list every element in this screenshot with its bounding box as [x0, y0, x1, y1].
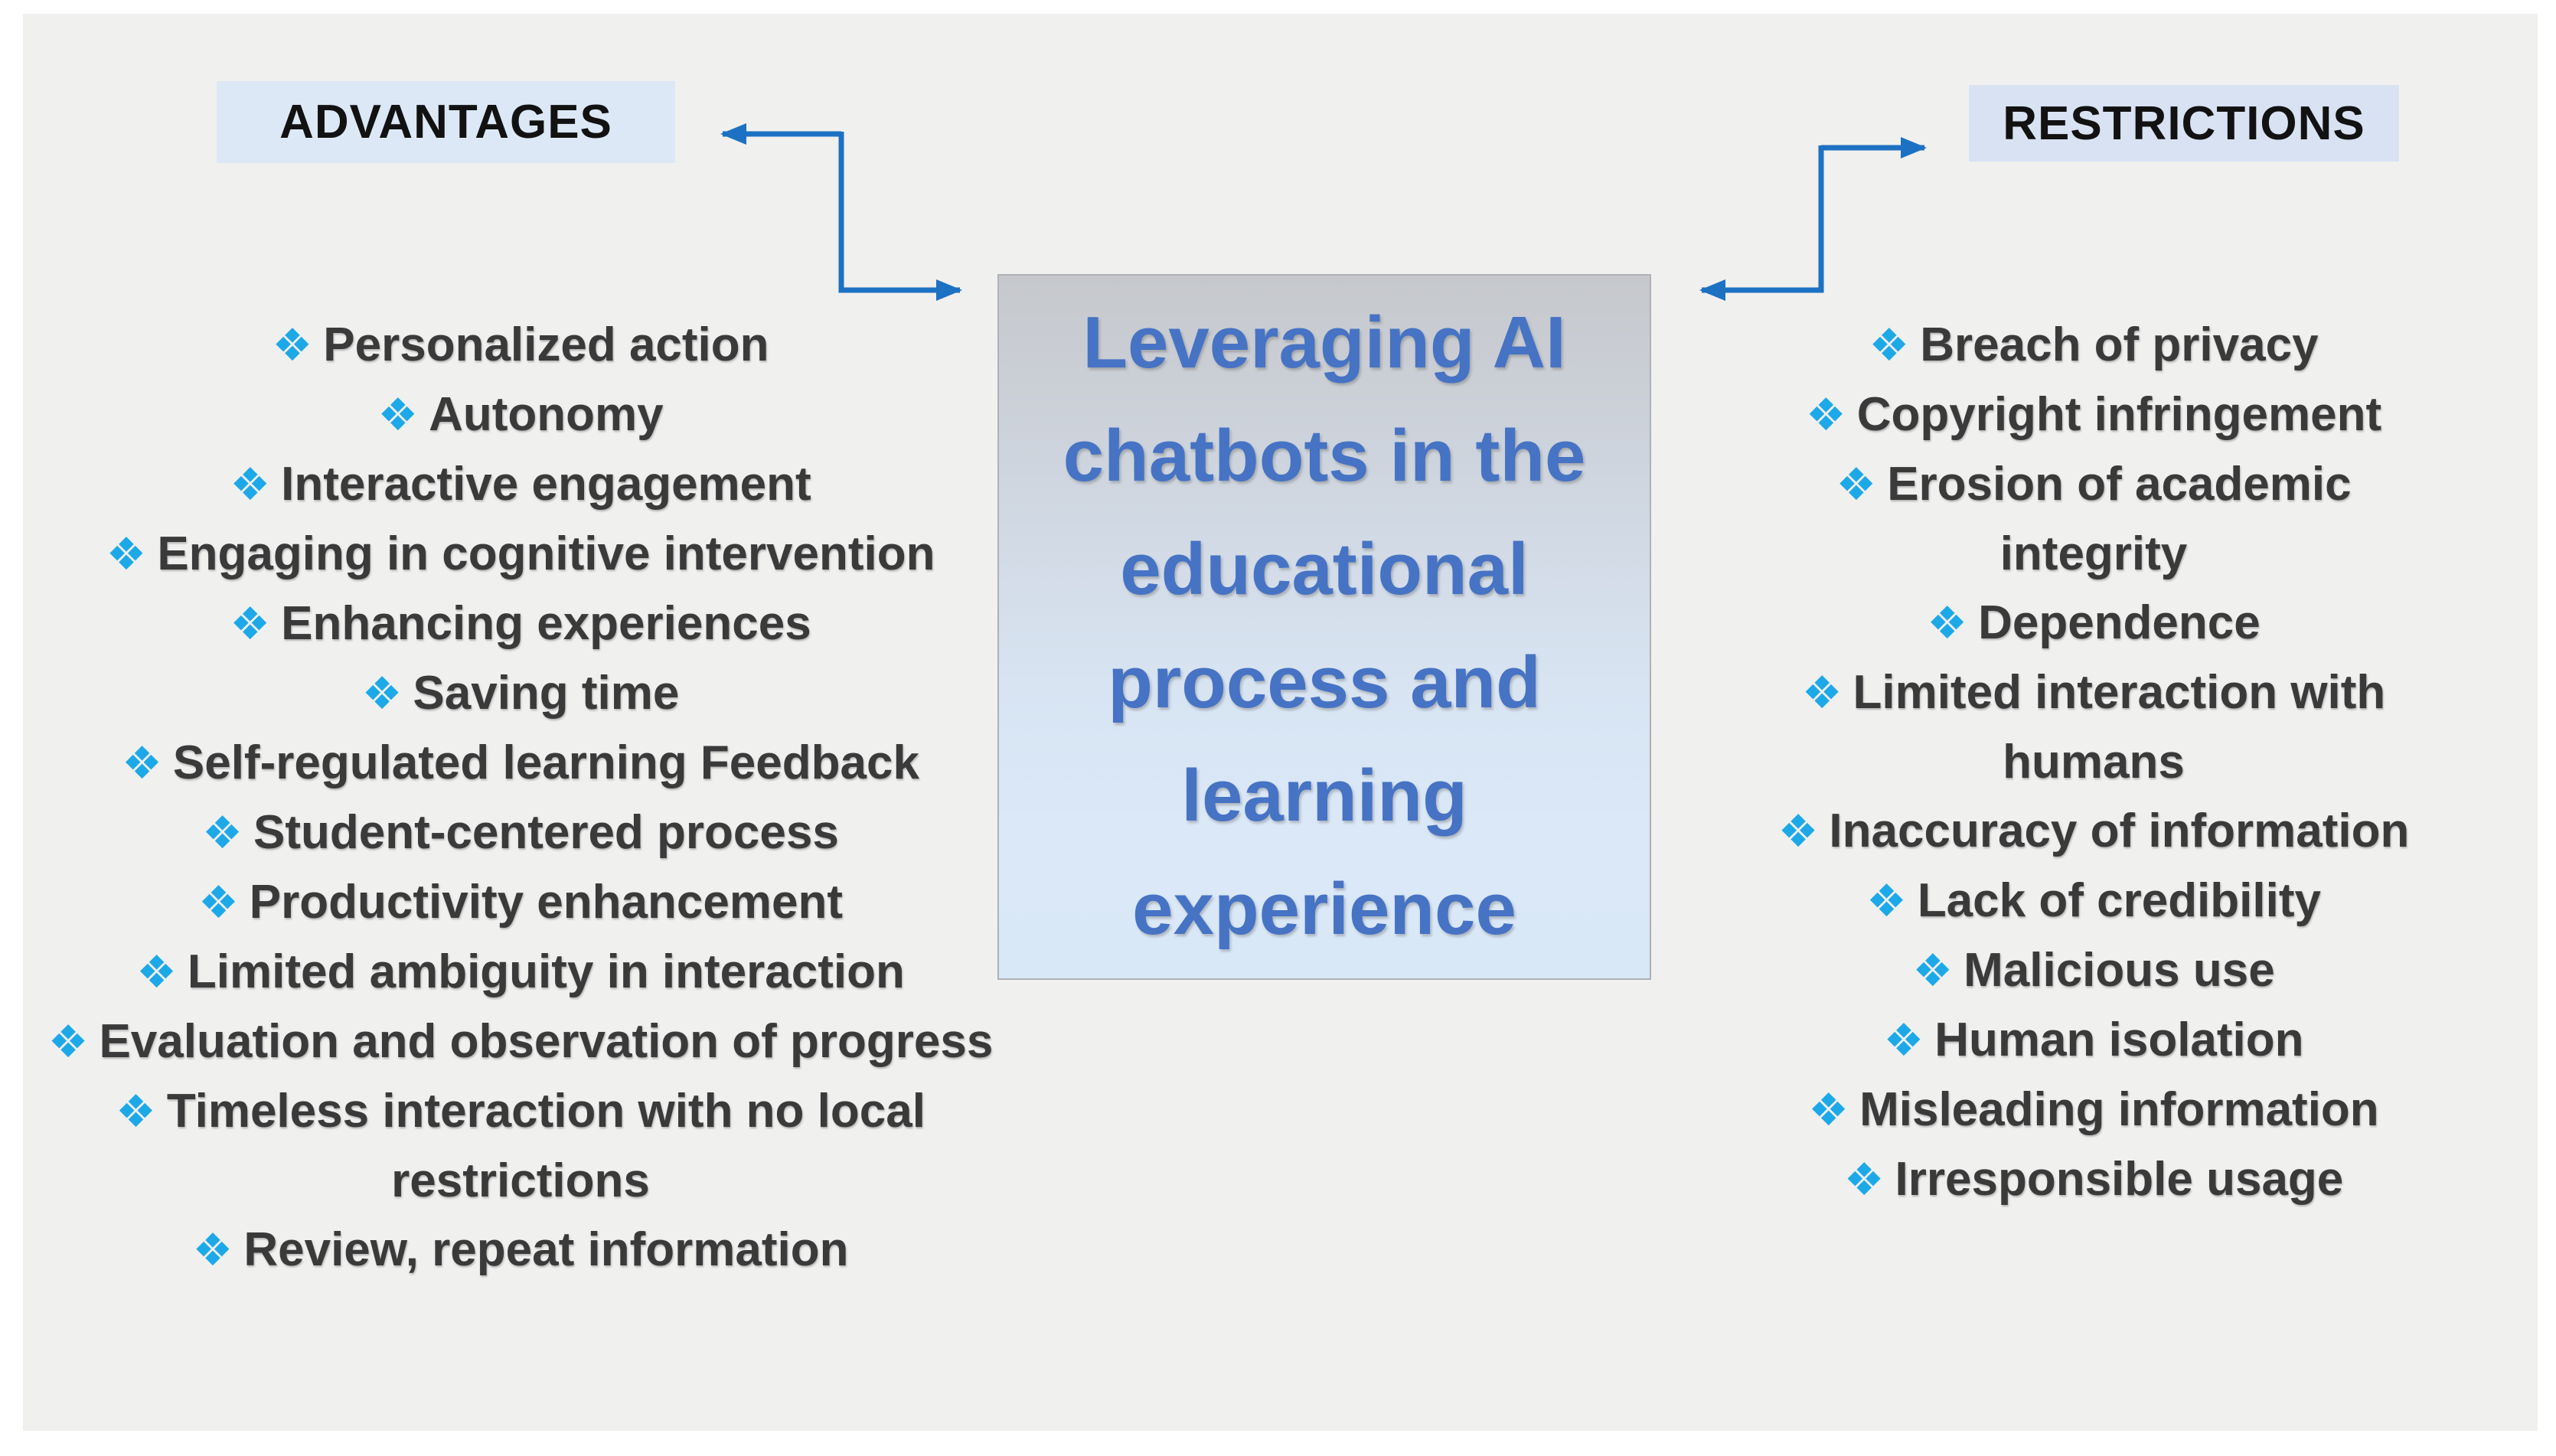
list-item-label: Limited interaction with humans — [1853, 666, 2386, 788]
list-item: ❖Personalized action — [31, 311, 1010, 380]
list-item-label: Breach of privacy — [1920, 318, 2319, 371]
diamond-bullet-icon: ❖ — [192, 1226, 233, 1275]
list-item-label: Lack of credibility — [1917, 874, 2321, 927]
list-item: ❖Productivity enhancement — [31, 868, 1010, 938]
diamond-bullet-icon: ❖ — [1801, 668, 1843, 718]
list-item: ❖Inaccuracy of information — [1749, 797, 2438, 867]
list-item-label: Copyright infringement — [1856, 388, 2382, 441]
diamond-bullet-icon: ❖ — [377, 390, 419, 440]
list-item-label: Saving time — [413, 667, 680, 720]
restrictions-list: ❖Breach of privacy ❖Copyright infringeme… — [1749, 311, 2438, 1215]
diamond-bullet-icon: ❖ — [1869, 321, 1910, 371]
list-item: ❖Limited interaction with humans — [1749, 658, 2438, 797]
diamond-bullet-icon: ❖ — [1927, 599, 1968, 648]
restrictions-header: RESTRICTIONS — [1969, 85, 2399, 162]
list-item: ❖Copyright infringement — [1749, 380, 2438, 450]
list-item-label: Limited ambiguity in interaction — [187, 945, 905, 998]
list-item-label: Timeless interaction with no local restr… — [166, 1085, 925, 1207]
list-item: ❖Misleading information — [1749, 1076, 2438, 1145]
list-item: ❖Enhancing experiences — [31, 589, 1010, 659]
list-item-label: Misleading information — [1859, 1083, 2379, 1136]
diamond-bullet-icon: ❖ — [1805, 390, 1846, 440]
list-item-label: Engaging in cognitive intervention — [157, 527, 935, 580]
diamond-bullet-icon: ❖ — [230, 460, 271, 510]
diamond-bullet-icon: ❖ — [1883, 1016, 1924, 1066]
diamond-bullet-icon: ❖ — [202, 808, 243, 858]
list-item-label: Review, repeat information — [243, 1223, 849, 1276]
list-item-label: Student-centered process — [253, 806, 839, 859]
list-item-label: Inaccuracy of information — [1829, 805, 2410, 857]
diamond-bullet-icon: ❖ — [361, 669, 403, 719]
list-item-label: Self-regulated learning Feedback — [172, 736, 919, 789]
advantages-list: ❖Personalized action ❖Autonomy ❖Interact… — [31, 311, 1010, 1285]
list-item-label: Human isolation — [1934, 1014, 2304, 1066]
list-item-label: Productivity enhancement — [249, 876, 843, 929]
list-item: ❖Dependence — [1749, 589, 2438, 658]
list-item: ❖Human isolation — [1749, 1006, 2438, 1076]
diamond-bullet-icon: ❖ — [1836, 460, 1877, 510]
diamond-bullet-icon: ❖ — [1866, 877, 1907, 926]
list-item-label: Erosion of academic integrity — [1887, 458, 2352, 580]
list-item: ❖Irresponsible usage — [1749, 1145, 2438, 1215]
list-item: ❖Breach of privacy — [1749, 311, 2438, 380]
center-title-line: chatbots in the — [1063, 415, 1586, 497]
list-item: ❖Autonomy — [31, 380, 1010, 450]
list-item: ❖Review, repeat information — [31, 1216, 1010, 1285]
list-item-label: Personalized action — [323, 318, 769, 371]
list-item: ❖Limited ambiguity in interaction — [31, 938, 1010, 1007]
center-title-line: learning — [1181, 755, 1467, 837]
list-item-label: Enhancing experiences — [281, 597, 811, 650]
center-title-line: process and — [1108, 641, 1541, 723]
diamond-bullet-icon: ❖ — [116, 1087, 156, 1137]
list-item: ❖Engaging in cognitive intervention — [31, 520, 1010, 589]
list-item: ❖Malicious use — [1749, 936, 2438, 1006]
diamond-bullet-icon: ❖ — [47, 1017, 89, 1067]
diamond-bullet-icon: ❖ — [1843, 1155, 1885, 1205]
list-item-label: Dependence — [1978, 596, 2261, 649]
diamond-bullet-icon: ❖ — [1777, 807, 1819, 857]
diamond-bullet-icon: ❖ — [272, 321, 313, 371]
diamond-bullet-icon: ❖ — [230, 599, 271, 649]
diamond-bullet-icon: ❖ — [136, 948, 177, 997]
restrictions-header-label: RESTRICTIONS — [2003, 96, 2365, 150]
diamond-bullet-icon: ❖ — [198, 878, 239, 928]
diamond-bullet-icon: ❖ — [1912, 946, 1954, 996]
list-item-label: Interactive engagement — [281, 458, 811, 511]
list-item: ❖Evaluation and observation of progress — [31, 1007, 1010, 1077]
list-item: ❖Timeless interaction with no local rest… — [31, 1077, 1010, 1216]
center-title-line: experience — [1132, 868, 1516, 950]
advantages-header: ADVANTAGES — [217, 81, 675, 163]
list-item: ❖Saving time — [31, 659, 1010, 729]
list-item-label: Malicious use — [1964, 944, 2275, 997]
list-item: ❖Self-regulated learning Feedback — [31, 729, 1010, 798]
list-item-label: Evaluation and observation of progress — [99, 1015, 994, 1068]
list-item-label: Irresponsible usage — [1895, 1153, 2344, 1206]
list-item-label: Autonomy — [429, 388, 664, 441]
center-title-line: Leveraging AI — [1082, 302, 1566, 384]
list-item: ❖Interactive engagement — [31, 450, 1010, 520]
diamond-bullet-icon: ❖ — [106, 530, 147, 579]
list-item: ❖Erosion of academic integrity — [1749, 450, 2438, 589]
diamond-bullet-icon: ❖ — [1808, 1085, 1849, 1135]
list-item: ❖Student-centered process — [31, 798, 1010, 868]
diamond-bullet-icon: ❖ — [122, 739, 162, 788]
center-topic-box: Leveraging AI chatbots in the educationa… — [997, 274, 1651, 980]
advantages-header-label: ADVANTAGES — [279, 96, 612, 149]
list-item: ❖Lack of credibility — [1749, 867, 2438, 936]
center-title-line: educational — [1120, 528, 1529, 610]
